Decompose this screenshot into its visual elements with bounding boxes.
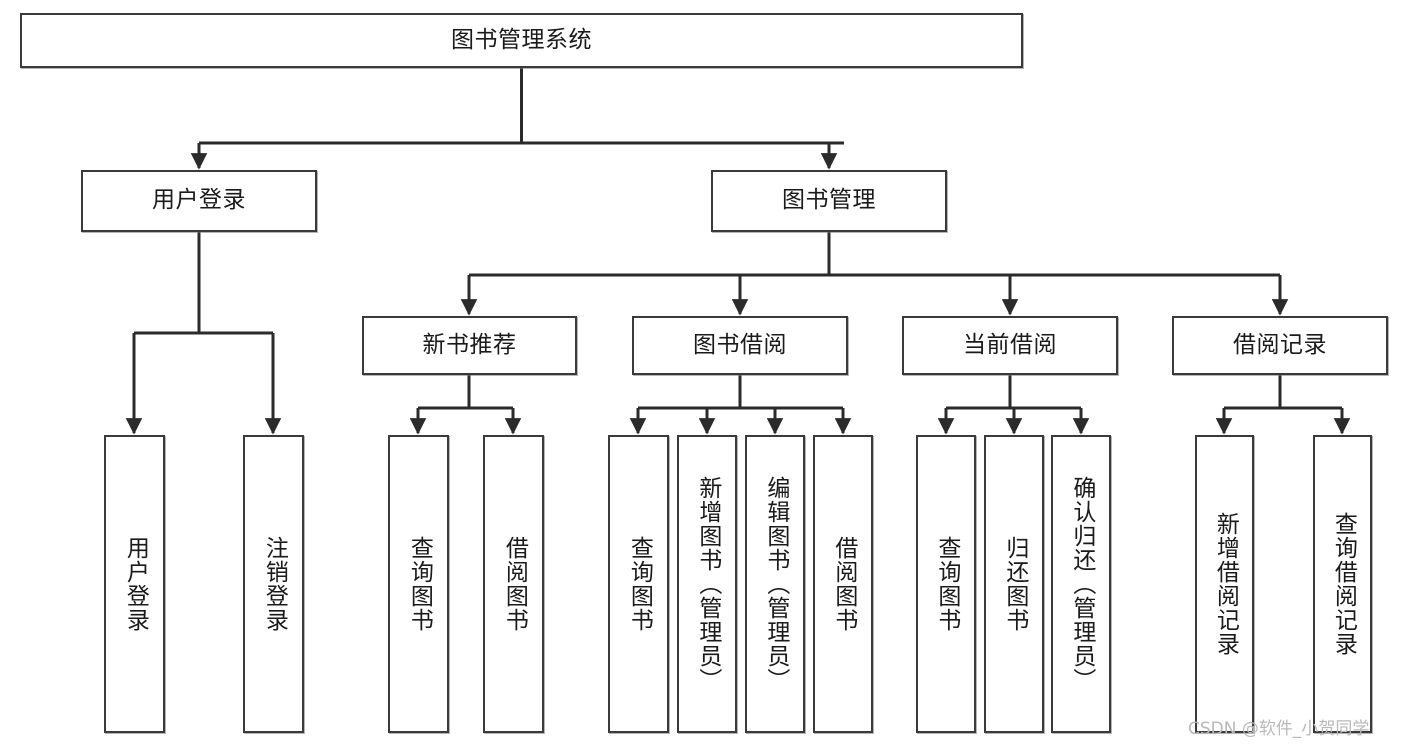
leaf-query-borrow-record[interactable]: 查询借阅记录 (1313, 435, 1372, 733)
leaf-add-borrow-record-label: 新增借阅记录 (1212, 512, 1239, 656)
leaf-user-login[interactable]: 用户登录 (104, 435, 165, 733)
leaf-borrow-book[interactable]: 借阅图书 (813, 435, 873, 733)
leaf-query-book-borrow[interactable]: 查询图书 (608, 435, 669, 733)
node-book-management[interactable]: 图书管理 (711, 170, 947, 232)
leaf-query-book-borrow-label: 查询图书 (626, 536, 653, 632)
node-new-book-recommend[interactable]: 新书推荐 (362, 316, 577, 375)
leaf-logout-label: 注销登录 (261, 536, 288, 632)
leaf-borrow-book-label: 借阅图书 (830, 536, 857, 632)
leaf-add-book-admin[interactable]: 新增图书（管理员） (677, 435, 737, 733)
leaf-query-book-recommend-label: 查询图书 (406, 536, 433, 632)
node-book-management-label: 图书管理 (782, 187, 876, 214)
node-book-borrow[interactable]: 图书借阅 (632, 316, 848, 375)
node-user-login[interactable]: 用户登录 (81, 170, 317, 232)
leaf-query-book-current-label: 查询图书 (933, 536, 960, 632)
node-user-login-label: 用户登录 (152, 187, 246, 214)
leaf-return-book-label: 归还图书 (1001, 536, 1028, 632)
leaf-query-book-recommend[interactable]: 查询图书 (388, 435, 449, 733)
leaf-confirm-return-admin[interactable]: 确认归还（管理员） (1051, 435, 1111, 733)
leaf-edit-book-admin[interactable]: 编辑图书（管理员） (745, 435, 805, 733)
node-root-label: 图书管理系统 (451, 26, 592, 53)
leaf-add-borrow-record[interactable]: 新增借阅记录 (1195, 435, 1254, 733)
leaf-edit-book-admin-label: 编辑图书（管理员） (762, 476, 789, 692)
leaf-user-login-label: 用户登录 (122, 536, 149, 632)
leaf-borrow-book-recommend-label: 借阅图书 (501, 536, 528, 632)
node-current-borrow[interactable]: 当前借阅 (902, 316, 1118, 375)
node-current-borrow-label: 当前借阅 (963, 331, 1057, 358)
leaf-return-book[interactable]: 归还图书 (984, 435, 1044, 733)
node-borrow-record-label: 借阅记录 (1233, 331, 1327, 358)
leaf-query-book-current[interactable]: 查询图书 (916, 435, 976, 733)
node-root[interactable]: 图书管理系统 (20, 13, 1023, 68)
node-borrow-record[interactable]: 借阅记录 (1172, 316, 1388, 375)
node-new-book-recommend-label: 新书推荐 (422, 331, 517, 358)
leaf-logout[interactable]: 注销登录 (243, 435, 304, 733)
leaf-borrow-book-recommend[interactable]: 借阅图书 (483, 435, 544, 733)
leaf-confirm-return-admin-label: 确认归还（管理员） (1068, 476, 1095, 692)
leaf-add-book-admin-label: 新增图书（管理员） (694, 476, 721, 692)
leaf-query-borrow-record-label: 查询借阅记录 (1330, 512, 1357, 656)
node-book-borrow-label: 图书借阅 (693, 331, 787, 358)
